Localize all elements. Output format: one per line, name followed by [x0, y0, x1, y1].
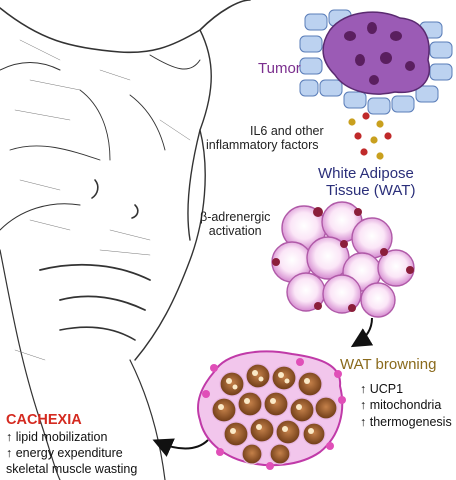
wat-label-line1: White Adipose — [318, 165, 414, 182]
browning-effects-list: ↑ UCP1 ↑ mitochondria ↑ thermogenesis — [360, 382, 452, 431]
il6-label-line1: IL6 and other — [250, 124, 324, 138]
inflammatory-factor-dots — [348, 112, 392, 160]
beta-adrenergic-label: β-adrenergic activation — [200, 210, 270, 239]
torso-sketch — [0, 0, 251, 480]
browned-adipose-tissue — [196, 350, 346, 470]
arrow-to-browning — [350, 317, 374, 348]
beta-label-line1: β-adrenergic — [200, 210, 271, 224]
wat-label-line2: Tissue (WAT) — [326, 182, 416, 200]
tumor-label-text: Tumor — [258, 60, 301, 77]
cachexia-block: CACHEXIA ↑ lipid mobilization ↑ energy e… — [6, 412, 137, 479]
cachexia-effect-lipid: ↑ lipid mobilization — [6, 429, 108, 444]
tumor-label: Tumor — [258, 60, 301, 77]
browning-effect-thermogenesis: ↑ thermogenesis — [360, 414, 452, 429]
wat-browning-title: WAT browning — [340, 356, 436, 373]
browning-effect-mitochondria: ↑ mitochondria — [360, 398, 442, 413]
arrow-to-cachexia — [152, 438, 209, 457]
white-adipose-tissue — [271, 201, 415, 318]
wat-browning-title-text: WAT browning — [340, 356, 437, 373]
tumor-cell-cluster — [299, 9, 453, 115]
browning-effect-ucp1: ↑ UCP1 — [360, 382, 404, 396]
il6-label-line2: inflammatory factors — [206, 138, 319, 153]
inflammatory-factors-label: IL6 and other inflammatory factors — [206, 124, 324, 153]
beta-label-line2: activation — [208, 224, 262, 239]
cachexia-title: CACHEXIA — [6, 412, 82, 428]
wat-label: White Adipose Tissue (WAT) — [318, 165, 415, 200]
cachexia-effect-muscle: skeletal muscle wasting — [6, 462, 138, 477]
cachexia-effect-energy: ↑ energy expenditure — [6, 446, 123, 461]
